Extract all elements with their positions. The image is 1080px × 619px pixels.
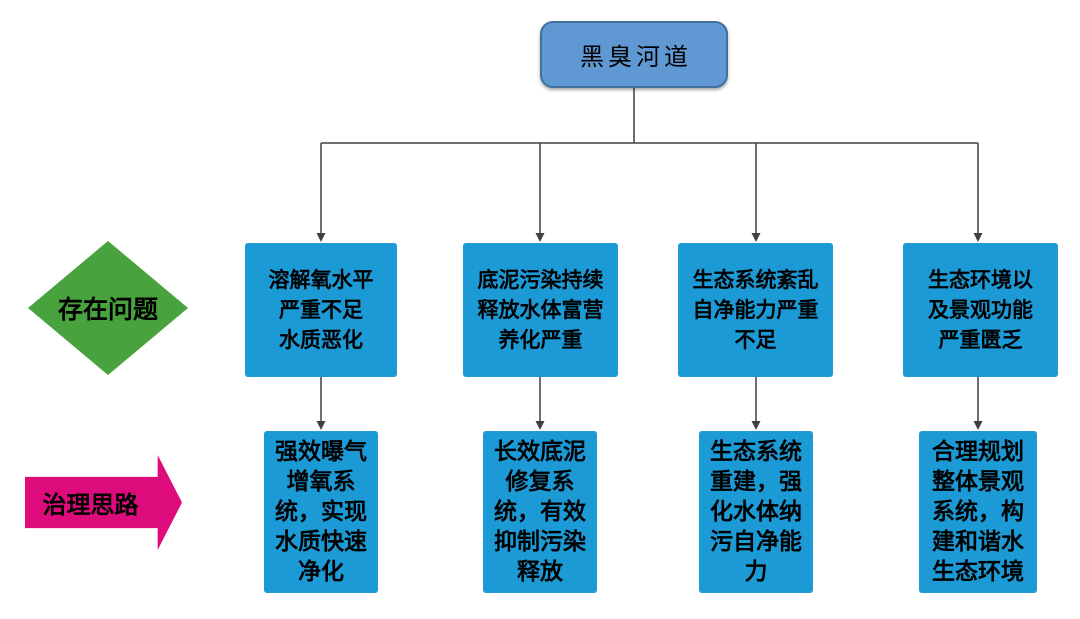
row-label-solutions-text: 治理思路	[42, 491, 139, 519]
node-problem-4: 生态环境以 及景观功能 严重匮乏	[903, 243, 1058, 377]
arrowhead-mid-2	[535, 421, 545, 430]
node-problem-3: 生态系统紊乱 自净能力严重 不足	[678, 243, 833, 377]
arrowhead-mid-1	[316, 421, 326, 430]
arrowhead-drop-3	[751, 233, 761, 242]
node-solution-4: 合理规划 整体景观 系统，构 建和谐水 生态环境	[919, 431, 1037, 593]
node-problem-2: 底泥污染持续 释放水体富营 养化严重	[463, 243, 618, 377]
row-label-problems-text: 存在问题	[57, 295, 158, 324]
node-solution-3: 生态系统 重建，强 化水体纳 污自净能 力	[699, 431, 813, 593]
node-root-label: 黑臭河道	[580, 43, 692, 71]
arrowhead-drop-1	[316, 233, 326, 242]
arrowhead-mid-4	[973, 421, 983, 430]
arrowhead-drop-4	[973, 233, 983, 242]
arrowhead-mid-3	[751, 421, 761, 430]
node-solution-1: 强效曝气 增氧系 统，实现 水质快速 净化	[264, 431, 378, 593]
node-solution-2: 长效底泥 修复系 统，有效 抑制污染 释放	[483, 431, 597, 593]
arrowhead-drop-2	[535, 233, 545, 242]
node-problem-1: 溶解氧水平 严重不足 水质恶化	[245, 243, 397, 377]
node-root: 黑臭河道	[540, 21, 728, 88]
